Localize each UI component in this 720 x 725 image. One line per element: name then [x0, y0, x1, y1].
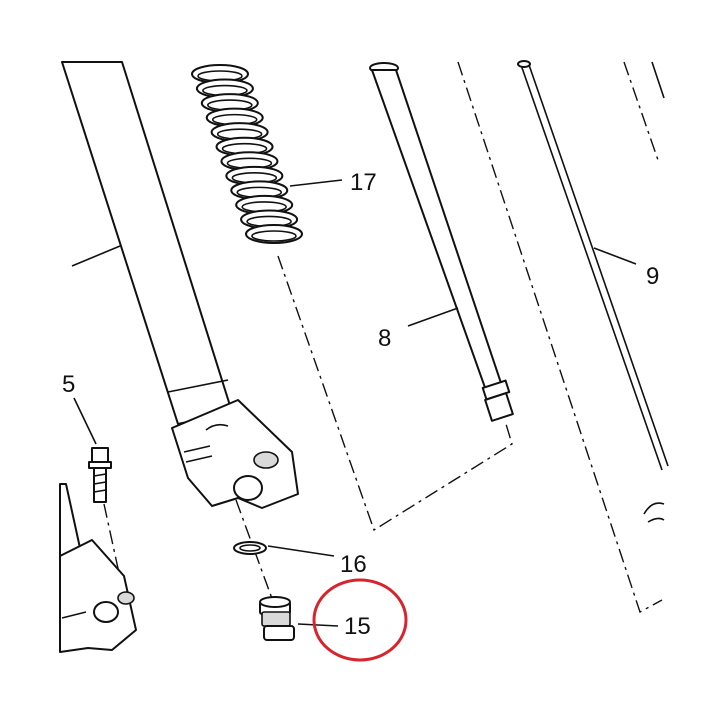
foot-valve: [259, 596, 295, 641]
highlight-circle: [312, 578, 408, 662]
axis-spring-rod: [277, 255, 513, 532]
callout-17: 17: [350, 169, 377, 196]
leader-9: [593, 247, 637, 265]
fork-spring: [191, 64, 303, 244]
edge-far-right: [651, 61, 665, 99]
leader-17: [289, 179, 343, 187]
spring-coil-inner: [251, 230, 297, 242]
fork-outer-tube: [61, 61, 299, 509]
axis-right: [457, 61, 663, 614]
axis-far-right: [623, 61, 659, 161]
callout-8: 8: [378, 325, 391, 352]
leader-16: [267, 545, 335, 557]
o-ring: [233, 541, 267, 555]
callout-5: 5: [62, 371, 75, 398]
leader-outer-tube: [71, 245, 121, 267]
callout-9: 9: [646, 263, 659, 290]
leader-5: [73, 397, 97, 445]
damper-rod: [369, 62, 514, 422]
second-fork-foot: [59, 483, 137, 653]
inner-rod: [517, 60, 669, 523]
spring-coil: [245, 224, 303, 244]
callout-15: 15: [344, 613, 371, 640]
callout-16: 16: [340, 551, 367, 578]
leader-8: [407, 307, 459, 327]
bolt: [88, 447, 112, 503]
leader-15: [297, 623, 339, 627]
axis-bolt: [103, 503, 125, 597]
